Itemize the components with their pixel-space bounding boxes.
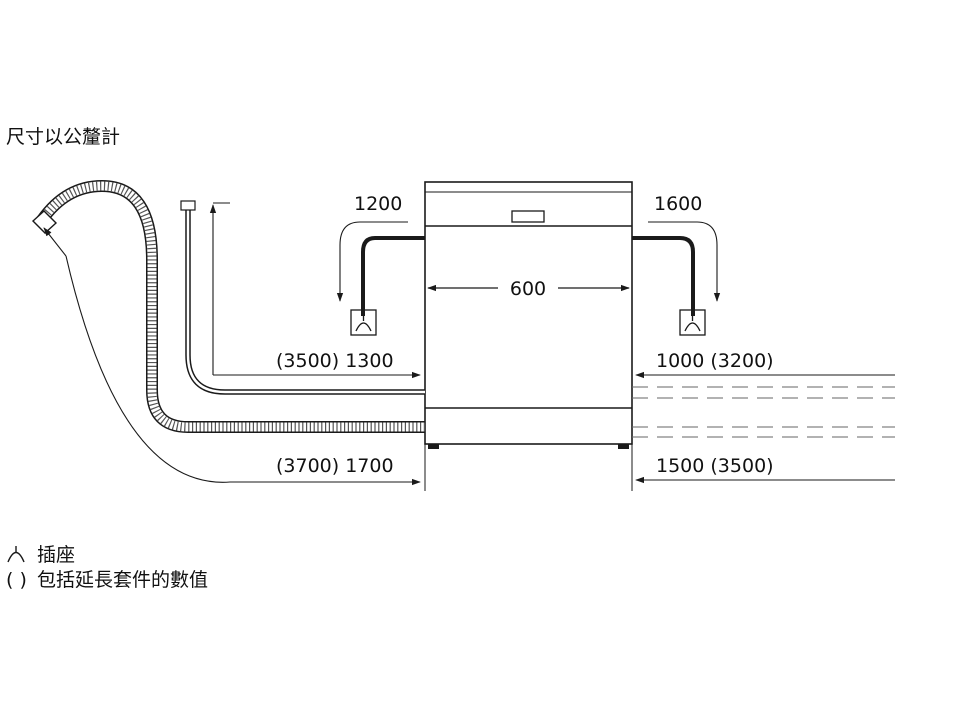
right-power-cord: 1600: [632, 193, 721, 316]
left-cord-label: 1200: [354, 193, 402, 215]
socket-icon-right: [679, 309, 706, 336]
legend: 插座 ( ) 包括延長套件的數值: [6, 544, 208, 591]
diagram-title: 尺寸以公釐計: [6, 126, 120, 148]
foot-left: [428, 444, 439, 449]
inlet-hose-label: (3500) 1300: [276, 350, 394, 372]
socket-legend-icon: [7, 546, 25, 563]
control-display: [511, 210, 545, 223]
socket-legend-label: 插座: [37, 544, 75, 566]
inlet-hose: (3500) 1300: [180, 200, 425, 395]
width-dimension: 600: [427, 278, 630, 300]
socket-icon-left: [350, 309, 377, 336]
dishwasher-body: [424, 181, 633, 449]
hose-connector: [180, 200, 196, 211]
drain-hose: (3700) 1700: [31, 179, 425, 486]
right-mid-label: 1000 (3200): [656, 350, 774, 372]
paren-legend-label: 包括延長套件的數值: [37, 569, 208, 591]
right-bottom-label: 1500 (3500): [656, 455, 774, 477]
paren-legend-symbol: ( ): [6, 569, 27, 591]
right-cord-label: 1600: [654, 193, 702, 215]
drain-hose-label: (3700) 1700: [276, 455, 394, 477]
left-power-cord: 1200: [336, 193, 425, 316]
width-label: 600: [510, 278, 546, 300]
foot-right: [618, 444, 629, 449]
right-extension-lines: 1000 (3200) 1500 (3500): [632, 350, 895, 484]
